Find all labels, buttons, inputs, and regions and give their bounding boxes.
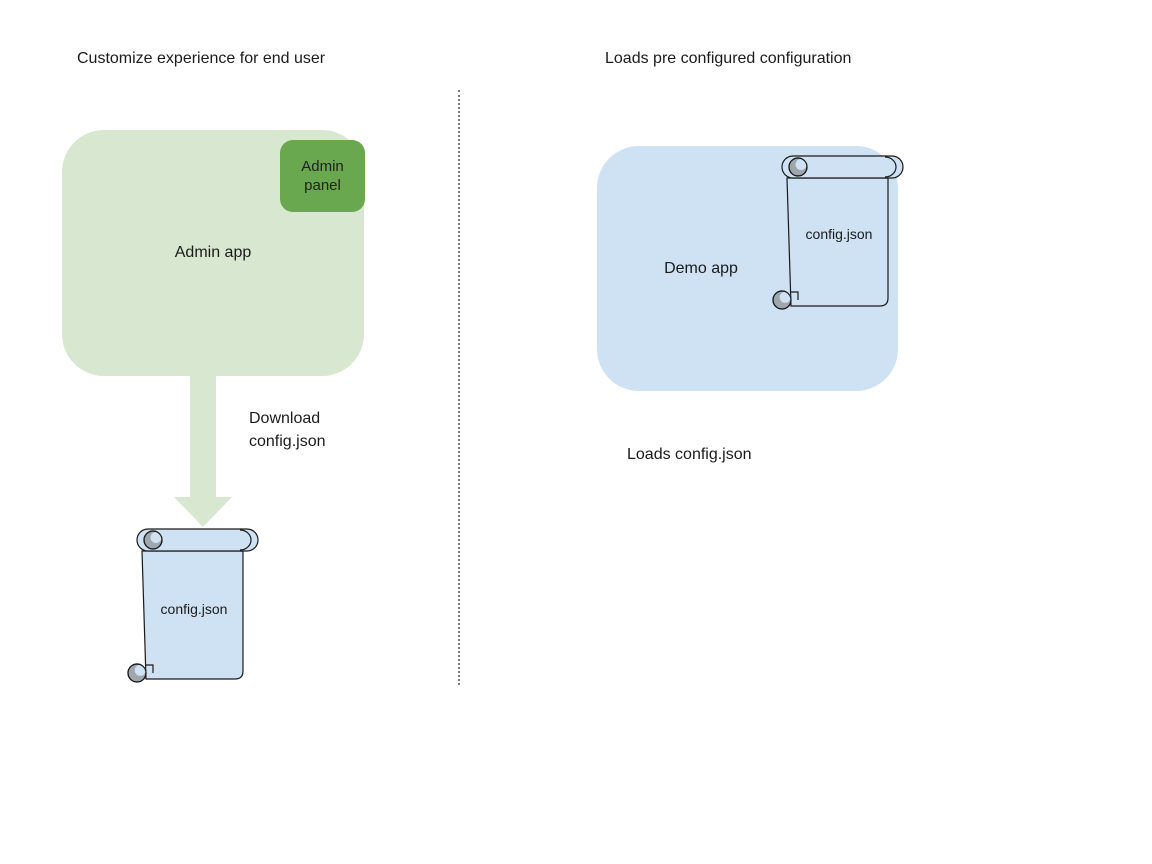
scroll-icon: [772, 155, 904, 310]
demo-app-label: Demo app: [664, 260, 738, 277]
download-caption: Download config.json: [249, 410, 326, 450]
admin-app-box: Admin app Admin panel: [62, 130, 365, 376]
left-config-scroll: config.json: [127, 527, 261, 687]
right-config-label: config.json: [805, 226, 873, 242]
admin-app-label: Admin app: [174, 244, 252, 261]
download-arrow-icon: [174, 376, 232, 527]
admin-panel-label: Admin panel: [301, 158, 344, 194]
right-section-title: Loads pre configured configuration: [605, 50, 852, 67]
loads-caption: Loads config.json: [627, 446, 752, 463]
right-config-scroll: config.json: [772, 154, 906, 314]
left-config-label: config.json: [160, 601, 228, 617]
scroll-icon: [127, 528, 259, 683]
left-section-title: Customize experience for end user: [77, 50, 326, 67]
admin-panel-badge: Admin panel: [280, 140, 365, 212]
section-divider: [458, 90, 460, 685]
